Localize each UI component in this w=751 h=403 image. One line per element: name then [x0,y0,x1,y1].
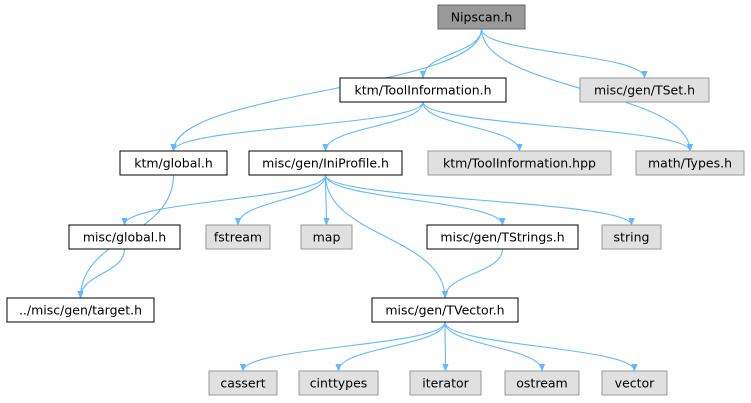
node-ktm-global-h[interactable]: ktm/global.h [119,150,228,176]
node-cassert: cassert [208,370,278,396]
node-box [298,370,379,396]
edge-nipscan-h-to-ktm-global-h [170,28,483,152]
node-label: ktm/ToolInformation.h [354,83,491,98]
node-label: fstream [214,230,262,245]
edge-ktm-toolinformation-h-to-misc-gen-iniprofile-h [322,101,424,152]
edge-misc-gen-iniprofile-h-to-string [324,174,635,226]
node-misc-gen-iniprofile-h[interactable]: misc/gen/IniProfile.h [248,150,403,176]
node-box [205,224,271,250]
node-vector: vector [601,370,668,396]
node-label: Nipscan.h [451,10,513,25]
node-misc-gen-tset-h: misc/gen/TSet.h [579,77,710,103]
edge-misc-gen-tvector-h-to-cinttypes [335,321,446,372]
node-label: iterator [422,376,469,391]
node-nipscan-h: Nipscan.h [437,4,526,30]
nodes-layer: Nipscan.h ktm/ToolInformation.h misc/gen/T… [6,4,745,396]
node-label: ostream [516,376,567,391]
node-ostream: ostream [504,370,580,396]
node-misc-gen-tstrings-h[interactable]: misc/gen/TStrings.h [426,224,579,250]
node-fstream: fstream [205,224,271,250]
node-box [339,77,507,103]
node-label: misc/gen/TSet.h [594,83,695,98]
node-box [601,370,668,396]
node-box [579,77,710,103]
node-string: string [601,224,662,250]
edge-misc-global-h-to-misc-gen-target-h [77,248,126,299]
node-ktm-toolinformation-h[interactable]: ktm/ToolInformation.h [339,77,507,103]
edge-misc-gen-iniprofile-h-to-misc-gen-tvector-h [324,174,449,299]
node-iterator: iterator [409,370,482,396]
edge-misc-gen-tvector-h-to-cassert [239,321,446,372]
node-label: misc/gen/IniProfile.h [262,156,389,171]
node-box [437,4,526,30]
edge-nipscan-h-to-ktm-toolinformation-h [419,28,483,79]
edge-misc-gen-tvector-h-to-vector [444,321,638,372]
edge-misc-gen-tstrings-h-to-misc-gen-tvector-h [441,248,504,299]
node-label: cinttypes [310,376,368,391]
node-label: map [313,230,341,245]
node-box [119,150,228,176]
node-box [426,224,579,250]
node-cinttypes: cinttypes [298,370,379,396]
edge-misc-gen-iniprofile-h-to-fstream [234,174,327,226]
node-label: string [614,230,650,245]
node-box [409,370,482,396]
node-box [371,297,519,323]
edge-nipscan-h-to-misc-gen-tset-h [480,28,648,79]
node-label: ../misc/gen/target.h [19,303,142,318]
edge-ktm-toolinformation-h-to-ktm-global-h [170,101,424,152]
node-label: ktm/global.h [134,156,213,171]
node-ktm-toolinformation-hpp: ktm/ToolInformation.hpp [427,150,612,176]
node-label: math/Types.h [648,156,732,171]
node-box [208,370,278,396]
node-box [504,370,580,396]
edge-misc-gen-iniprofile-h-to-misc-gen-tstrings-h [324,174,506,226]
edge-misc-gen-tvector-h-to-iterator [442,321,449,372]
node-box [68,224,181,250]
edge-misc-gen-tvector-h-to-ostream [444,321,546,372]
edge-misc-gen-iniprofile-h-to-misc-global-h [121,174,327,226]
node-math-types-h: math/Types.h [635,150,745,176]
edges-layer [77,28,694,372]
edge-ktm-toolinformation-h-to-math-types-h [422,101,694,152]
edge-ktm-toolinformation-h-to-ktm-toolinformation-hpp [422,101,523,152]
node-label: misc/global.h [83,230,166,245]
node-box [248,150,403,176]
node-label: vector [615,376,656,391]
node-map: map [300,224,353,250]
node-misc-gen-target-h[interactable]: ../misc/gen/target.h [6,297,155,323]
node-label: ktm/ToolInformation.hpp [443,156,596,171]
node-misc-gen-tvector-h[interactable]: misc/gen/TVector.h [371,297,519,323]
node-box [300,224,353,250]
node-label: cassert [220,376,265,391]
node-label: misc/gen/TStrings.h [440,230,564,245]
node-box [427,150,612,176]
node-box [6,297,155,323]
node-box [635,150,745,176]
node-label: misc/gen/TVector.h [385,303,504,318]
node-misc-global-h[interactable]: misc/global.h [68,224,181,250]
node-box [601,224,662,250]
